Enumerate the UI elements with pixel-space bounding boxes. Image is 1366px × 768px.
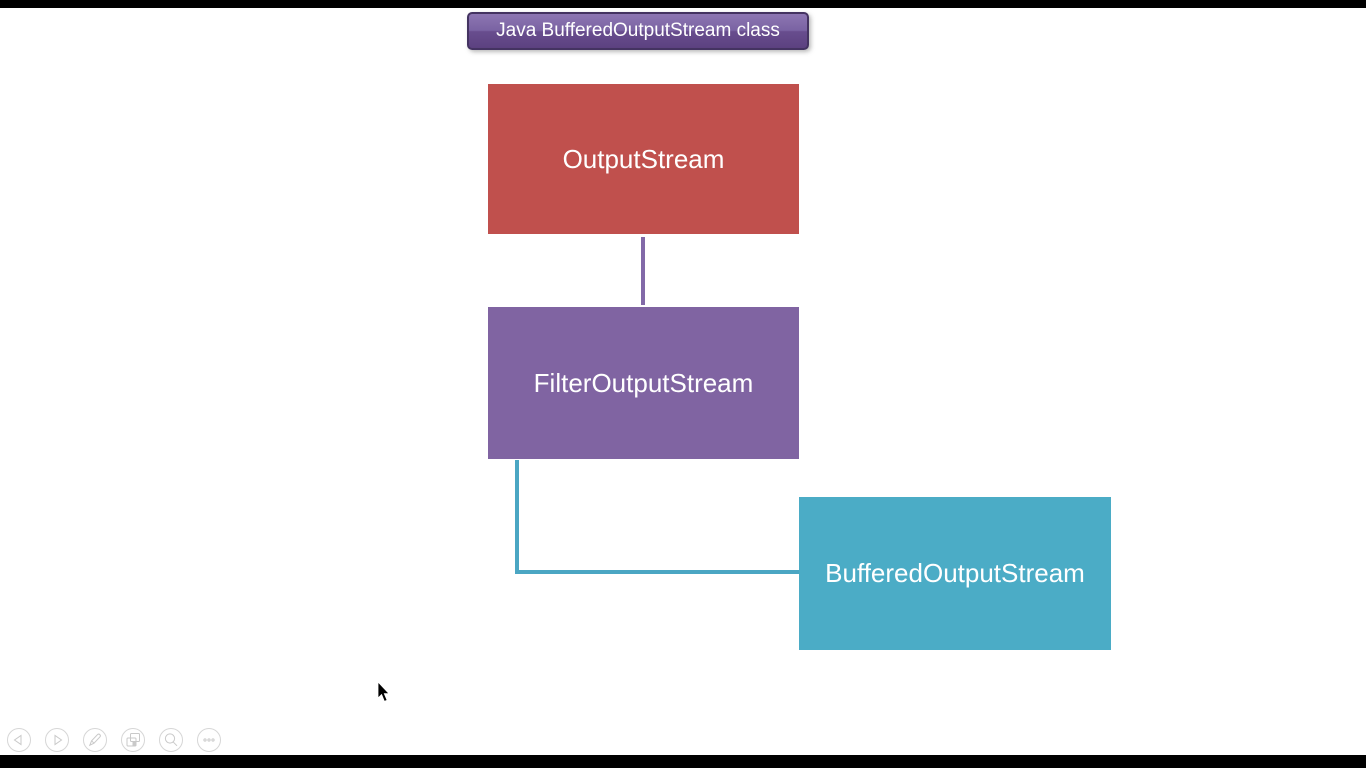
top-letterbox-bar bbox=[0, 0, 1366, 8]
left-triangle-icon bbox=[13, 734, 22, 746]
slide-title-banner: Java BufferedOutputStream class bbox=[467, 12, 809, 50]
connector-outputstream-to-filteroutputstream bbox=[641, 237, 645, 305]
zoom-button[interactable] bbox=[159, 728, 183, 752]
node-bufferedoutputstream-label: BufferedOutputStream bbox=[825, 558, 1085, 588]
ellipsis-icon bbox=[203, 738, 215, 742]
slide-title: Java BufferedOutputStream class bbox=[496, 20, 780, 41]
connector-filteroutputstream-to-bufferedoutputstream-vertical bbox=[515, 460, 519, 574]
magnifier-icon bbox=[164, 733, 178, 747]
pen-icon bbox=[88, 733, 101, 747]
more-options-button[interactable] bbox=[197, 728, 221, 752]
node-filteroutputstream: FilterOutputStream bbox=[488, 307, 799, 459]
pen-tools-button[interactable] bbox=[83, 728, 107, 752]
node-filteroutputstream-label: FilterOutputStream bbox=[533, 367, 754, 398]
mouse-cursor-icon bbox=[377, 682, 390, 702]
node-outputstream-label: OutputStream bbox=[562, 143, 725, 174]
connector-filteroutputstream-to-bufferedoutputstream-horizontal bbox=[515, 570, 799, 574]
slide-grid-icon bbox=[126, 733, 140, 747]
presenter-toolbar bbox=[7, 728, 221, 752]
bottom-letterbox-bar bbox=[0, 755, 1366, 768]
next-slide-button[interactable] bbox=[45, 728, 69, 752]
node-outputstream: OutputStream bbox=[488, 84, 799, 234]
see-all-slides-button[interactable] bbox=[121, 728, 145, 752]
right-triangle-icon bbox=[54, 734, 63, 746]
previous-slide-button[interactable] bbox=[7, 728, 31, 752]
node-bufferedoutputstream: BufferedOutputStream bbox=[799, 497, 1111, 650]
